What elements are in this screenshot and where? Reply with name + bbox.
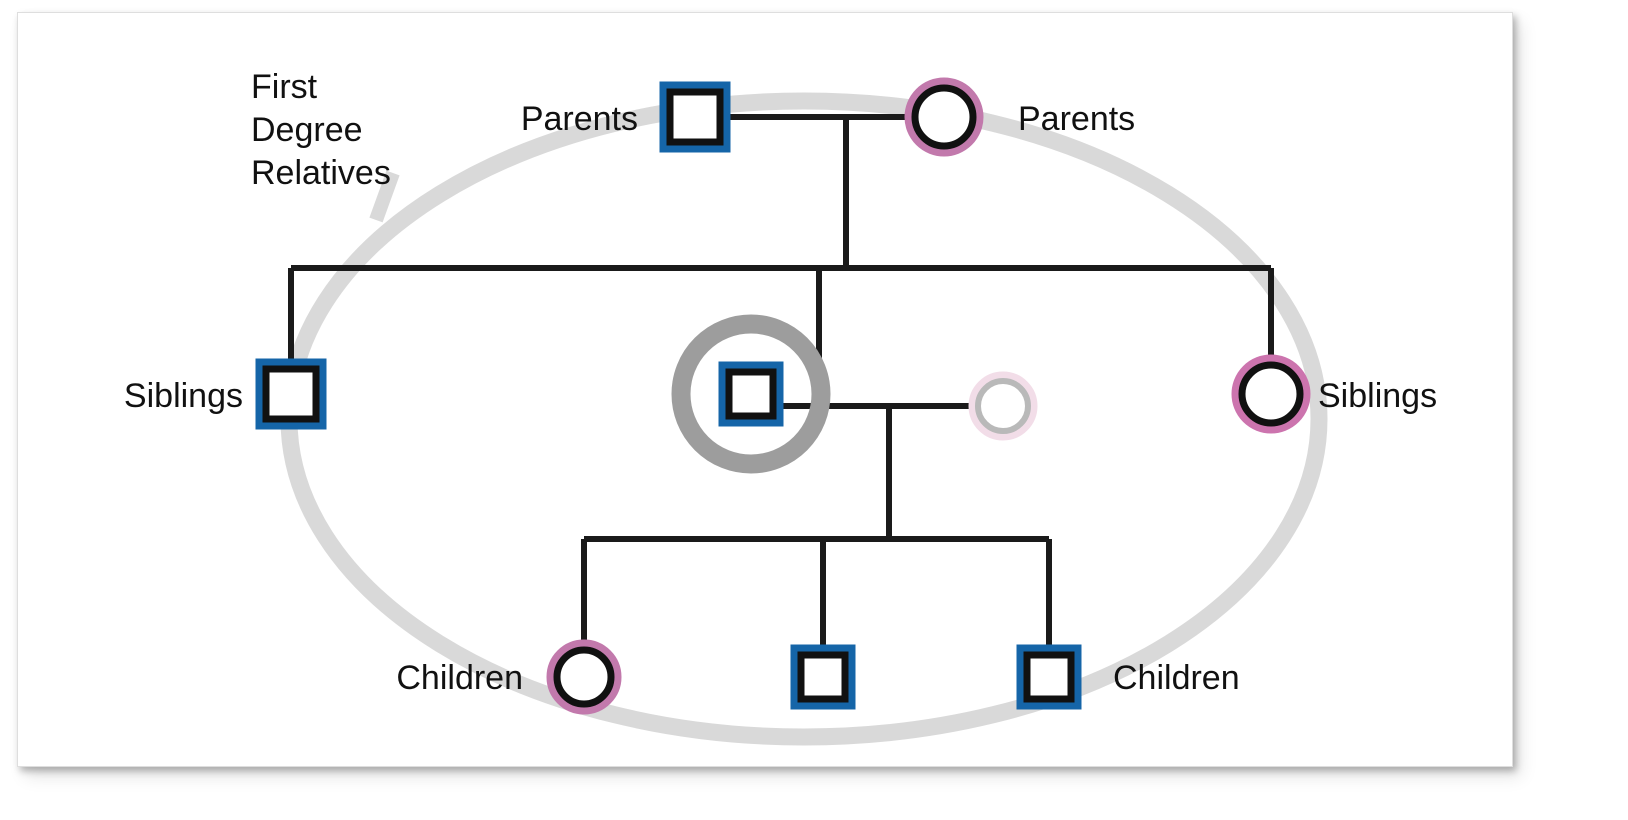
female-circle-outline	[911, 84, 977, 150]
label-children-left: Children	[396, 659, 523, 697]
label-siblings-right: Siblings	[1318, 377, 1437, 415]
pedigree-diagram: First Degree Relatives Parents Parents S…	[124, 68, 1437, 746]
label-parents-left: Parents	[521, 100, 638, 138]
label-parents-right: Parents	[1018, 100, 1135, 138]
individual-mother[interactable]	[904, 77, 984, 157]
individual-proband-spouse[interactable]	[968, 371, 1038, 441]
individual-child-1[interactable]	[546, 639, 622, 715]
individual-child-2[interactable]	[790, 644, 856, 710]
slide-frame: First Degree Relatives Parents Parents S…	[17, 12, 1513, 767]
male-square-outline	[725, 368, 777, 420]
female-circle-outline	[1238, 361, 1304, 427]
individual-sibling-right[interactable]	[1231, 354, 1311, 434]
individual-proband[interactable]	[718, 361, 784, 427]
label-children-right: Children	[1113, 659, 1240, 697]
first-degree-relatives-ellipse	[280, 92, 1328, 746]
connector-lines	[288, 114, 1274, 649]
label-siblings-left: Siblings	[124, 377, 243, 415]
male-square-outline	[797, 651, 849, 703]
female-circle-outline-faded	[975, 378, 1031, 434]
first-degree-pointer-tick	[369, 170, 400, 223]
first-degree-relatives-label: First Degree Relatives	[251, 68, 391, 192]
first-degree-line-2: Degree	[251, 111, 363, 149]
male-square-outline	[262, 365, 320, 423]
male-square-outline	[1023, 651, 1075, 703]
individual-child-3[interactable]	[1016, 644, 1082, 710]
first-degree-line-3: Relatives	[251, 154, 391, 192]
proband-highlight-ring	[671, 314, 831, 474]
first-degree-line-1: First	[251, 68, 318, 106]
female-circle-outline	[553, 646, 615, 708]
individual-sibling-left[interactable]	[255, 358, 327, 430]
individual-father[interactable]	[659, 81, 731, 153]
male-square-outline	[666, 88, 724, 146]
